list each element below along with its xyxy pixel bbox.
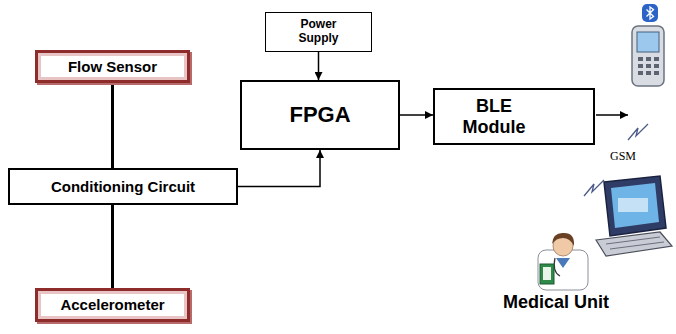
phone-icon [632, 26, 664, 86]
computer-icon [596, 176, 672, 256]
process-box: FPGA [240, 80, 400, 150]
signal-wire [111, 205, 114, 288]
node-text: Accelerometer [60, 296, 164, 313]
signal-arrow [318, 52, 320, 80]
module-box: BLE Module [433, 88, 595, 145]
sensor-box: Accelerometer [35, 288, 190, 322]
node-text: Flow Sensor [68, 58, 157, 75]
signal-zigzag [584, 180, 604, 196]
doctor-figure [538, 233, 588, 290]
supply-box: Power Supply [265, 12, 372, 52]
node-text: FPGA [289, 102, 350, 127]
node-text: BLE Module [449, 96, 539, 137]
signal-arrow [238, 150, 320, 187]
node-text: Conditioning Circuit [51, 178, 195, 195]
network-label: GSM [610, 149, 636, 164]
process-box: Conditioning Circuit [8, 168, 238, 205]
unit-label: Medical Unit [503, 292, 609, 313]
sensor-box: Flow Sensor [35, 50, 190, 83]
node-text: Power Supply [289, 18, 349, 46]
wireless-arrow [596, 114, 628, 116]
signal-zigzag [628, 124, 648, 140]
signal-wire [111, 83, 114, 168]
signal-arrow [400, 114, 433, 116]
bluetooth-icon [642, 4, 658, 22]
